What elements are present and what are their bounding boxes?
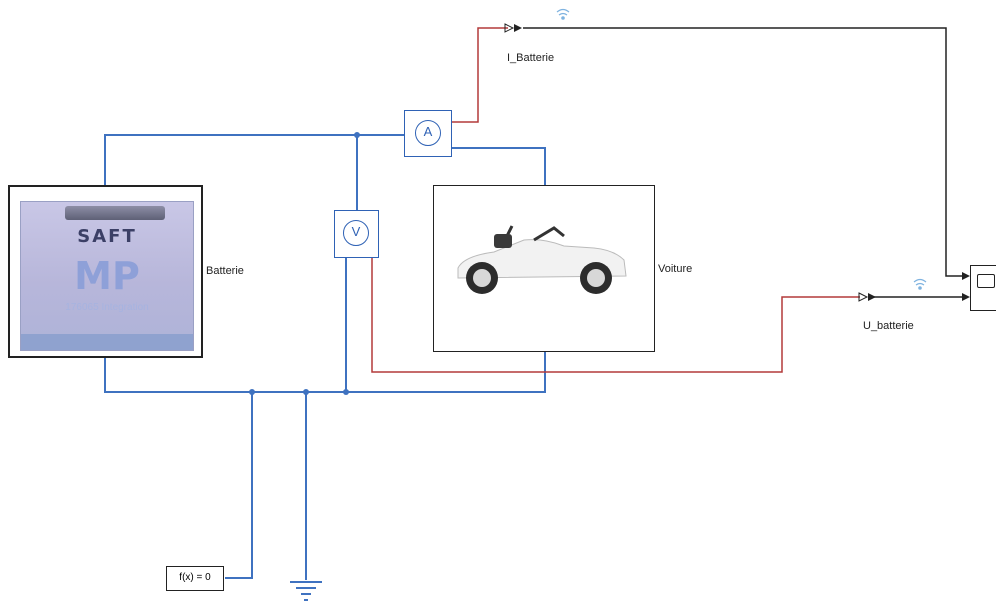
- junction-dot: [249, 389, 255, 395]
- battery-brand: SAFT: [77, 226, 137, 247]
- voltmeter-icon: V: [343, 220, 369, 246]
- wire-top-rail: [104, 134, 404, 185]
- battery-image[interactable]: SAFT MP 176065 Integration: [8, 185, 203, 358]
- car-image: [457, 225, 627, 294]
- wire-current-signal: [452, 27, 508, 123]
- car-block[interactable]: [433, 185, 655, 352]
- ammeter-block[interactable]: A: [404, 110, 452, 157]
- wire-to-fx: [225, 392, 253, 579]
- label-batterie: Batterie: [206, 265, 244, 277]
- battery-cap: [65, 206, 165, 220]
- scope-block[interactable]: [970, 265, 996, 311]
- junction-dot: [354, 132, 360, 138]
- wireless-icon: [913, 278, 927, 290]
- battery-body: SAFT MP 176065 Integration: [20, 201, 194, 351]
- junction-dot: [343, 389, 349, 395]
- scope-lines: [523, 27, 966, 298]
- wireless-icon: [556, 8, 570, 20]
- junctions: [249, 132, 360, 395]
- junction-dot: [303, 389, 309, 395]
- label-i-batterie: I_Batterie: [507, 52, 555, 64]
- signal-wires: [371, 27, 860, 373]
- voltmeter-block[interactable]: V: [334, 210, 379, 258]
- wire-voltage-signal: [371, 254, 860, 373]
- ground-icon: [290, 581, 322, 601]
- scope-icon: [977, 274, 995, 288]
- ammeter-icon: A: [415, 120, 441, 146]
- battery-model: MP: [74, 254, 140, 298]
- line-i-to-scope: [523, 27, 966, 277]
- label-u-batterie: U_batterie: [863, 320, 914, 332]
- wire-ammeter-to-car: [452, 147, 546, 186]
- solver-config-block[interactable]: f(x) = 0: [166, 566, 224, 591]
- label-voiture: Voiture: [658, 263, 693, 275]
- arrow-icon: [504, 23, 970, 302]
- battery-subtitle: 176065 Integration: [65, 302, 149, 313]
- battery-footer: [21, 334, 193, 350]
